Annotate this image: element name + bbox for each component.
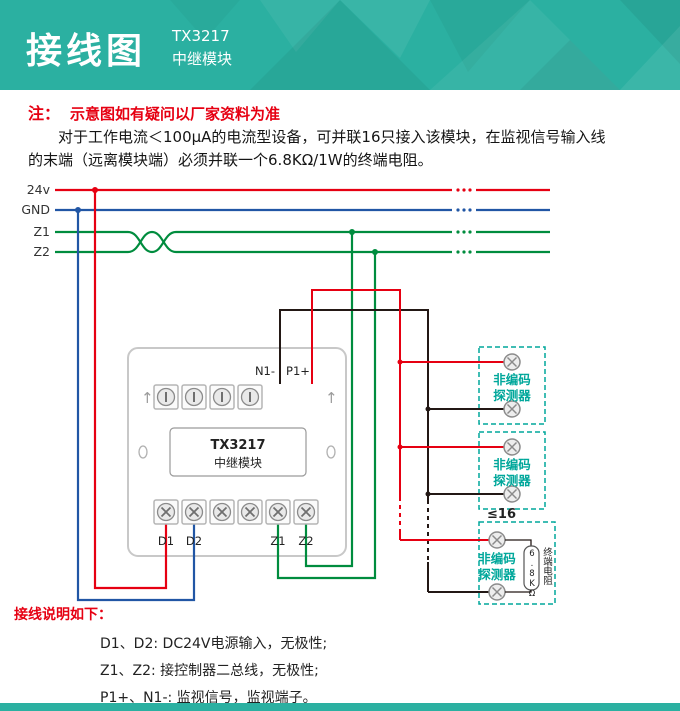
model-type: 中继模块	[172, 50, 233, 68]
module-name-text: 中继模块	[214, 455, 262, 470]
bus-label-z1: Z1	[33, 224, 50, 239]
detector-name-line2: 探测器	[493, 473, 531, 488]
detector-name-line2: 探测器	[478, 567, 516, 582]
screw-terminal-icon	[293, 499, 319, 525]
caution-note: 注： 示意图如有疑问以厂家资料为准	[28, 100, 280, 124]
orientation-arrow-left-icon: ↑	[141, 389, 154, 407]
resistor-name-label: 终端电阻	[541, 547, 552, 585]
screw-terminal-icon	[209, 384, 235, 410]
wiring-note-line: D1、D2: DC24V电源输入，无极性;	[100, 636, 328, 652]
screw-terminal-icon	[265, 499, 291, 525]
resistor-value-label: 6.8KΩ	[527, 549, 537, 599]
wire-p1-signal	[311, 289, 504, 541]
bus-label-z2: Z2	[33, 244, 50, 259]
wire-24v-drop	[93, 190, 168, 590]
note-text: 示意图如有疑问以厂家资料为准	[70, 105, 281, 123]
detector-box-2	[478, 431, 546, 510]
detector-box-3	[478, 521, 556, 605]
terminal-label-z2: Z2	[298, 534, 313, 548]
wiring-notes-heading: 接线说明如下：	[14, 607, 112, 623]
screw-terminal-icon	[153, 499, 179, 525]
detectors: ≤16	[478, 346, 556, 605]
mounting-hole-icon	[326, 445, 336, 459]
screw-terminal-icon	[209, 499, 235, 525]
detector-name-line1: 非编码	[478, 551, 516, 566]
wire-z1-bus	[55, 230, 550, 254]
module-nameplate	[169, 427, 307, 477]
orientation-arrow-right-icon: ↑	[325, 389, 338, 407]
wiring-note-line: P1+、N1-: 监视信号，监视端子。	[100, 690, 317, 706]
screw-terminal-icon	[181, 384, 207, 410]
bus-label-24v: 24v	[27, 182, 51, 197]
header-subtitle: TX3217 中继模块	[172, 25, 232, 71]
module-terminals: N1- P1+ D1 D2 Z1 Z2	[153, 364, 319, 548]
intro-paragraph: 对于工作电流＜100μA的电流型设备，可并联16只接入该模块，在监视信号输入线的…	[28, 128, 606, 169]
wires	[55, 187, 550, 602]
detector-name-line2: 探测器	[493, 388, 531, 403]
wire-z1-drop	[304, 232, 354, 568]
header-banner: 接线图 TX3217 中继模块	[0, 0, 680, 90]
wire-z2-bus	[55, 230, 550, 254]
resistor-leads	[505, 539, 532, 593]
terminal-label-z1: Z1	[270, 534, 285, 548]
terminal-label-d1: D1	[158, 534, 174, 548]
detector-terminal-icon	[503, 353, 521, 371]
relay-module: ↑ ↑ TX3217 中继模块	[127, 347, 347, 557]
detector-terminal-icon	[488, 531, 506, 549]
wire-z2-drop	[276, 252, 377, 580]
screw-terminal-icon	[237, 384, 263, 410]
note-label: 注：	[28, 104, 61, 123]
screw-terminal-icon	[237, 499, 263, 525]
detector-terminal-icon	[503, 438, 521, 456]
footer-bar	[0, 703, 680, 711]
terminal-label-p1: P1+	[286, 364, 310, 378]
screw-terminal-icon	[153, 384, 179, 410]
detector-details: 非编码 探测器 非编码 探测器 非编码 探测器	[478, 353, 540, 601]
detector-box-1	[478, 346, 546, 425]
terminal-label-d2: D2	[186, 534, 202, 548]
detector-name-line1: 非编码	[493, 457, 531, 472]
banner-triangle-pattern	[250, 0, 680, 90]
page-title: 接线图	[26, 31, 147, 72]
detector-terminal-icon	[503, 485, 521, 503]
terminating-resistor-icon	[523, 545, 540, 591]
module-model-text: TX3217	[210, 438, 265, 453]
detector-name-line1: 非编码	[493, 372, 531, 387]
wire-n1-signal	[279, 309, 504, 593]
bus-label-gnd: GND	[21, 202, 50, 217]
terminal-label-n1: N1-	[255, 364, 275, 378]
wiring-notes-list: D1、D2: DC24V电源输入，无极性; Z1、Z2: 接控制器二总线，无极性…	[100, 633, 327, 711]
wiring-note-line: Z1、Z2: 接控制器二总线，无极性;	[100, 663, 319, 679]
model-number: TX3217	[172, 27, 230, 45]
detector-count-note: ≤16	[487, 507, 516, 522]
wire-gnd-drop	[76, 210, 196, 602]
screw-terminal-icon	[181, 499, 207, 525]
detector-terminal-icon	[488, 583, 506, 601]
detector-terminal-icon	[503, 400, 521, 418]
mounting-hole-icon	[138, 445, 148, 459]
